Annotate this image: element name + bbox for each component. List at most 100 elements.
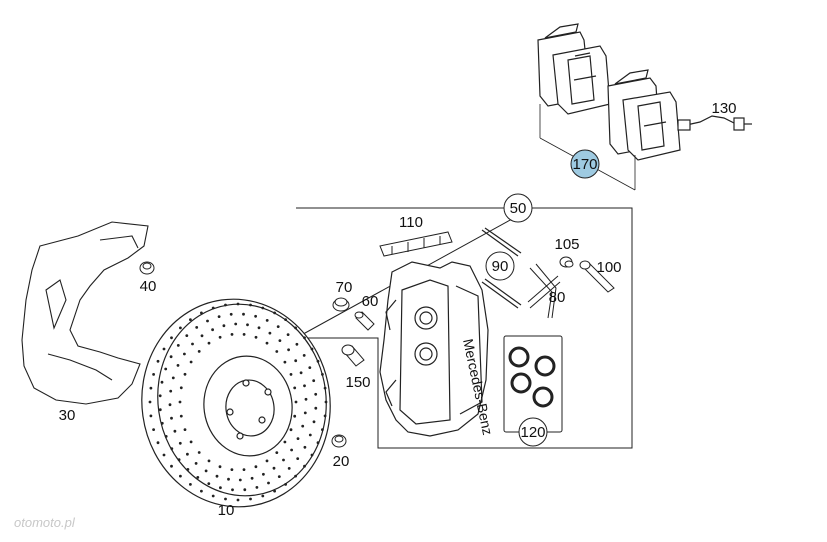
disc-hole bbox=[149, 386, 153, 390]
callout-105[interactable]: 105 bbox=[554, 236, 579, 253]
disc-hole bbox=[289, 373, 293, 376]
callout-90[interactable]: 90 bbox=[485, 251, 515, 281]
disc-hole bbox=[195, 326, 199, 329]
callout-label-130: 130 bbox=[711, 100, 736, 117]
disc-hole bbox=[168, 403, 172, 407]
disc-hole bbox=[170, 336, 173, 340]
disc-hole bbox=[283, 360, 287, 364]
callout-80[interactable]: 80 bbox=[549, 289, 566, 306]
callout-label-150: 150 bbox=[345, 374, 370, 391]
disc-hole bbox=[308, 433, 312, 437]
disc-hole bbox=[314, 406, 318, 410]
disc-hole bbox=[303, 336, 306, 340]
callout-40[interactable]: 40 bbox=[140, 278, 157, 295]
disc-hole bbox=[243, 488, 247, 492]
disc-hole bbox=[179, 474, 182, 478]
disc-hole bbox=[295, 342, 299, 346]
disc-hole bbox=[170, 416, 173, 420]
disc-hole bbox=[324, 400, 328, 404]
callout-label-60: 60 bbox=[362, 293, 379, 310]
disc-hole bbox=[218, 335, 222, 339]
callout-label-50: 50 bbox=[510, 200, 527, 217]
disc-hole bbox=[227, 477, 230, 481]
brake-disc-drilling bbox=[148, 302, 328, 502]
disc-hole bbox=[287, 348, 290, 352]
callout-100[interactable]: 100 bbox=[596, 259, 621, 276]
disc-hole bbox=[179, 414, 183, 418]
disc-hole bbox=[312, 420, 316, 424]
disc-hole bbox=[224, 497, 227, 501]
callout-110[interactable]: 110 bbox=[399, 214, 423, 231]
disc-hole bbox=[211, 328, 215, 332]
disc-hole bbox=[183, 352, 186, 356]
disc-hole bbox=[196, 476, 200, 479]
part-40-bolt bbox=[139, 261, 155, 275]
disc-hole bbox=[207, 459, 211, 463]
disc-hole bbox=[286, 333, 290, 336]
disc-hole bbox=[262, 472, 265, 476]
disc-hole bbox=[282, 458, 285, 462]
callout-150[interactable]: 150 bbox=[345, 374, 370, 391]
disc-hole bbox=[218, 465, 222, 469]
part-150-bolt bbox=[341, 344, 365, 367]
disc-hole bbox=[265, 319, 269, 322]
callout-130[interactable]: 130 bbox=[711, 100, 736, 117]
disc-hole bbox=[200, 311, 203, 315]
disc-hole bbox=[289, 428, 293, 432]
disc-hole bbox=[164, 435, 168, 438]
disc-hole bbox=[219, 486, 222, 490]
callout-50[interactable]: 50 bbox=[503, 193, 533, 223]
disc-hole bbox=[186, 468, 190, 471]
part-70-bushing bbox=[332, 297, 350, 312]
disc-hole bbox=[176, 364, 180, 367]
disc-hole bbox=[287, 467, 291, 470]
disc-hole bbox=[299, 371, 303, 375]
disc-hole bbox=[316, 359, 320, 363]
callout-170[interactable]: 170 bbox=[570, 149, 600, 179]
disc-hole bbox=[316, 441, 320, 445]
callout-label-10: 10 bbox=[218, 502, 235, 519]
disc-hole bbox=[273, 311, 276, 315]
disc-hole bbox=[204, 469, 208, 473]
disc-hole bbox=[275, 350, 279, 353]
disc-hole bbox=[272, 466, 276, 470]
disc-hole bbox=[246, 323, 249, 327]
disc-hole bbox=[275, 451, 279, 454]
part-90-pins bbox=[481, 227, 522, 309]
disc-hole bbox=[261, 494, 265, 498]
part-30-splash-shield bbox=[21, 221, 149, 405]
disc-hole bbox=[234, 322, 238, 326]
callout-10[interactable]: 10 bbox=[218, 502, 235, 519]
disc-hole bbox=[303, 464, 306, 468]
disc-hole bbox=[296, 457, 300, 460]
callout-20[interactable]: 20 bbox=[333, 453, 350, 470]
disc-hole bbox=[189, 483, 192, 486]
disc-hole bbox=[194, 462, 198, 465]
disc-hole bbox=[242, 468, 246, 471]
callout-120[interactable]: 120 bbox=[518, 417, 548, 447]
callout-30[interactable]: 30 bbox=[59, 407, 76, 424]
disc-hole bbox=[222, 324, 226, 328]
disc-hole bbox=[176, 344, 180, 347]
callout-70[interactable]: 70 bbox=[336, 279, 353, 296]
disc-hole bbox=[278, 339, 282, 342]
disc-hole bbox=[238, 478, 242, 482]
disc-hole bbox=[254, 465, 258, 469]
disc-hole bbox=[261, 306, 265, 310]
disc-hole bbox=[236, 302, 240, 306]
disc-hole bbox=[323, 414, 327, 418]
brake-pads-group bbox=[537, 23, 752, 191]
disc-hole bbox=[177, 458, 181, 462]
disc-hole bbox=[231, 488, 234, 492]
disc-hole bbox=[197, 350, 201, 353]
disc-hole bbox=[197, 451, 201, 454]
disc-hole bbox=[230, 333, 234, 336]
callout-60[interactable]: 60 bbox=[362, 293, 379, 310]
callout-label-80: 80 bbox=[549, 289, 566, 306]
disc-hole bbox=[314, 392, 318, 396]
disc-hole bbox=[162, 347, 166, 351]
callout-label-40: 40 bbox=[140, 278, 157, 295]
disc-hole bbox=[158, 394, 162, 398]
disc-hole bbox=[148, 400, 152, 404]
